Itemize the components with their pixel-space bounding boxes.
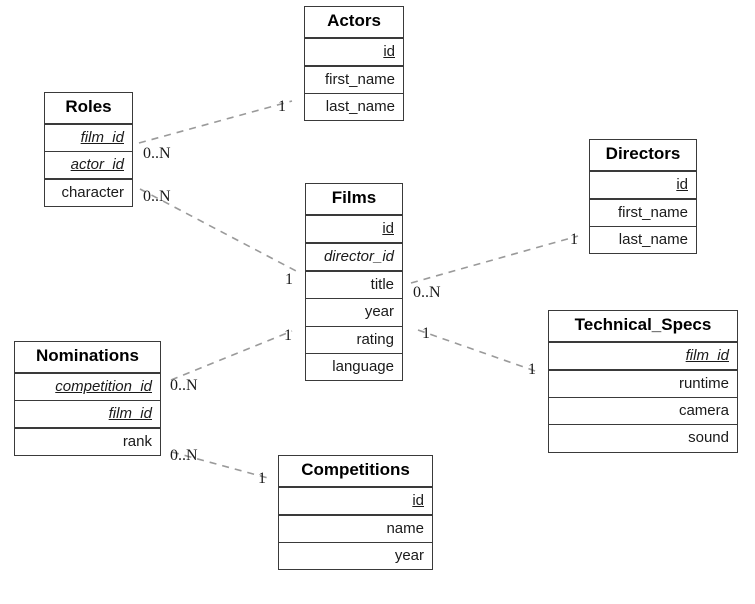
attribute-row-competitions-year[interactable]: year (279, 542, 432, 570)
cardinality-label-nominations-competitions-to: 1 (258, 470, 266, 487)
attribute-row-nominations-competition_id[interactable]: competition_id (15, 371, 160, 400)
cardinality-label-nominations-films-to: 1 (284, 327, 292, 344)
entity-table-directors[interactable]: Directors id first_name last_name (589, 139, 697, 255)
attribute-name-technical_specs-runtime: runtime (678, 374, 729, 392)
attribute-name-roles-character: character (61, 184, 124, 202)
cardinality-label-films-technical-specs-from: 1 (422, 325, 430, 342)
attribute-name-directors-last_name: last_name (618, 231, 688, 249)
attribute-row-roles-actor_id[interactable]: actor_id (45, 150, 132, 179)
attribute-row-roles-film_id[interactable]: film_id (45, 122, 132, 151)
attribute-row-technical_specs-camera[interactable]: camera (549, 397, 737, 425)
attribute-row-actors-id[interactable]: id (305, 36, 403, 65)
attribute-row-directors-first_name[interactable]: first_name (590, 197, 696, 227)
cardinality-label-roles-films-to: 1 (285, 271, 293, 288)
entity-table-competitions[interactable]: Competitions id name year (278, 455, 433, 571)
attribute-name-competitions-id: id (412, 491, 424, 509)
relationship-line-nominations-competitions (171, 451, 269, 479)
relationship-line-roles-actors (138, 100, 293, 144)
attribute-row-films-director_id[interactable]: director_id (306, 241, 402, 271)
attribute-row-technical_specs-sound[interactable]: sound (549, 424, 737, 452)
attribute-name-films-language: language (332, 357, 394, 375)
cardinality-label-films-directors-to: 1 (570, 231, 578, 248)
cardinality-label-roles-actors-from: 0..N (143, 145, 171, 162)
attribute-row-films-language[interactable]: language (306, 352, 402, 381)
attribute-name-actors-last_name: last_name (325, 98, 395, 116)
attribute-name-films-id: id (382, 219, 394, 237)
attribute-name-films-director_id: director_id (323, 247, 394, 265)
attribute-name-films-year: year (364, 303, 394, 321)
attribute-name-competitions-name: name (386, 519, 424, 537)
attribute-row-films-year[interactable]: year (306, 298, 402, 326)
relationship-line-films-technical-specs (417, 329, 539, 373)
attribute-name-competitions-year: year (394, 547, 424, 565)
entity-title-nominations: Nominations (15, 342, 160, 372)
attribute-row-technical_specs-film_id[interactable]: film_id (549, 340, 737, 369)
cardinality-label-roles-films-from: 0..N (143, 188, 171, 205)
attribute-name-nominations-film_id: film_id (108, 404, 152, 422)
attribute-name-nominations-competition_id: competition_id (55, 377, 152, 395)
attribute-name-actors-id: id (383, 42, 395, 60)
cardinality-label-roles-actors-to: 1 (278, 98, 286, 115)
entity-table-actors[interactable]: Actors id first_name last_name (304, 6, 404, 122)
entity-title-films: Films (306, 184, 402, 214)
attribute-row-nominations-film_id[interactable]: film_id (15, 399, 160, 428)
cardinality-label-films-technical-specs-to: 1 (528, 361, 536, 378)
cardinality-label-films-directors-from: 0..N (413, 284, 441, 301)
attribute-row-actors-last_name[interactable]: last_name (305, 93, 403, 121)
attribute-name-directors-id: id (676, 175, 688, 193)
attribute-row-films-title[interactable]: title (306, 270, 402, 299)
relationship-line-nominations-films (170, 330, 293, 381)
attribute-name-films-title: title (370, 276, 394, 294)
relationship-line-roles-films (139, 188, 299, 273)
attribute-name-roles-film_id: film_id (80, 128, 124, 146)
entity-title-technical_specs: Technical_Specs (549, 311, 737, 341)
attribute-name-technical_specs-sound: sound (688, 429, 729, 447)
attribute-name-nominations-rank: rank (122, 433, 152, 451)
attribute-name-technical_specs-camera: camera (678, 402, 729, 420)
entity-title-roles: Roles (45, 93, 132, 123)
entity-title-actors: Actors (305, 7, 403, 37)
attribute-name-roles-actor_id: actor_id (70, 155, 124, 173)
attribute-name-technical_specs-film_id: film_id (685, 346, 729, 364)
attribute-row-roles-character[interactable]: character (45, 178, 132, 207)
relationship-line-films-directors (410, 235, 579, 284)
entity-title-competitions: Competitions (279, 456, 432, 486)
entity-title-directors: Directors (590, 140, 696, 170)
attribute-name-actors-first_name: first_name (324, 70, 395, 88)
cardinality-label-nominations-competitions-from: 0..N (170, 447, 198, 464)
attribute-row-films-id[interactable]: id (306, 213, 402, 242)
attribute-name-films-rating: rating (356, 330, 394, 348)
attribute-row-films-rating[interactable]: rating (306, 325, 402, 353)
cardinality-label-nominations-films-from: 0..N (170, 377, 198, 394)
attribute-row-actors-first_name[interactable]: first_name (305, 64, 403, 94)
attribute-row-technical_specs-runtime[interactable]: runtime (549, 368, 737, 398)
entity-table-roles[interactable]: Roles film_id actor_id character (44, 92, 133, 208)
attribute-row-competitions-id[interactable]: id (279, 485, 432, 514)
attribute-row-directors-last_name[interactable]: last_name (590, 226, 696, 254)
attribute-row-directors-id[interactable]: id (590, 169, 696, 198)
attribute-name-directors-first_name: first_name (617, 203, 688, 221)
attribute-row-nominations-rank[interactable]: rank (15, 427, 160, 456)
attribute-row-competitions-name[interactable]: name (279, 513, 432, 543)
